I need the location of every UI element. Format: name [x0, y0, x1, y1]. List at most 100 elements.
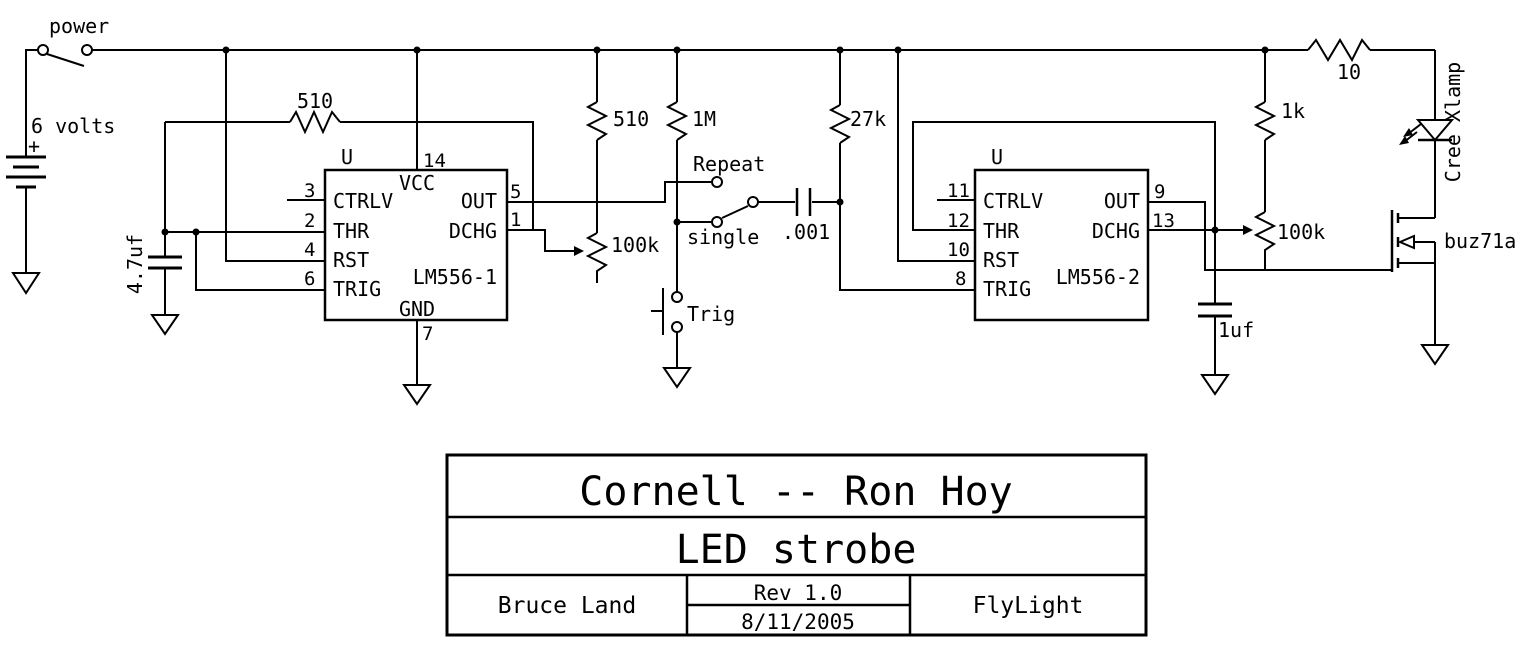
mosfet-body-arrow-icon: [1397, 234, 1415, 250]
power-switch: power: [25, 14, 109, 157]
resistor-icon: [665, 101, 689, 141]
ic2-part-label: LM556-2: [1056, 265, 1140, 289]
resistor-icon: [1307, 38, 1371, 63]
button-contact-icon: [671, 321, 683, 333]
junction-dot: [192, 228, 200, 236]
resistor-1m-label: 1M: [692, 107, 716, 131]
wire-rail-to-rst2: [897, 50, 975, 262]
ic2-ref-label: U: [991, 145, 1003, 169]
ic2-pin-thr-label: THR: [983, 219, 1020, 243]
resistor-icon: [289, 109, 341, 135]
wire-thr2-dchg2-loop: [912, 121, 1216, 231]
subtitle-text: LED strobe: [676, 527, 917, 573]
ground-icon: [1420, 344, 1450, 366]
ic1-pin-gnd-label: GND: [399, 297, 435, 321]
ic2-pin-dchg-label: DCHG: [1092, 219, 1140, 243]
resistor-10: 10: [1307, 38, 1435, 84]
pot-100k-2: 100k: [1253, 211, 1325, 270]
switch-contact-icon: [711, 216, 723, 228]
ic1-pin14-number: 14: [423, 150, 446, 172]
ic2-pin-trig-label: TRIG: [983, 277, 1031, 301]
junction-dot: [673, 218, 681, 226]
resistor-510-top: 510: [165, 89, 534, 230]
battery: 6 volts +: [6, 114, 115, 295]
pot2-label: 100k: [1277, 220, 1325, 244]
ic1-pin-dchg-label: DCHG: [449, 219, 497, 243]
ic1-pin-ctrlv-label: CTRLV: [333, 189, 393, 213]
wire-to-trig2: [839, 202, 975, 291]
wiper-arrow-icon: [1243, 225, 1253, 235]
ic1-lm556-1: U VCC CTRLV THR RST TRIG OUT DCHG LM556-…: [304, 145, 521, 345]
battery-label: 6 volts: [31, 114, 115, 138]
resistor-1k: 1k: [1253, 50, 1305, 212]
ic1-pin-thr-label: THR: [333, 219, 370, 243]
switch-blade-icon: [46, 53, 85, 67]
led-emission-arrowhead-icon: [1399, 136, 1409, 145]
date-text: 8/11/2005: [741, 610, 855, 634]
wire: [340, 121, 534, 230]
single-label: single: [687, 225, 759, 249]
cap-1uf: 1uf: [1198, 230, 1254, 396]
led-icon: [1415, 119, 1455, 142]
ic1-ref-label: U: [341, 145, 353, 169]
potentiometer-icon: [1253, 211, 1277, 270]
switch-contact-icon: [711, 176, 723, 188]
ground-icon: [150, 314, 180, 336]
ground-icon: [402, 384, 432, 406]
button-contact-icon: [671, 291, 683, 303]
resistor-510-vertical: 510: [585, 50, 649, 233]
switch-contact-icon: [37, 44, 49, 56]
ic1-pin-trig-label: TRIG: [333, 277, 381, 301]
ic2-pin10-number: 10: [947, 239, 970, 261]
resistor-10-label: 10: [1337, 60, 1361, 84]
wire-out2-to-gate: [1148, 201, 1392, 271]
repeat-label: Repeat: [693, 152, 765, 176]
resistor-27k: 27k: [828, 50, 886, 202]
switch-contact-icon: [81, 44, 93, 56]
resistor-1m: 1M: [665, 50, 716, 292]
ground-icon: [1200, 374, 1230, 396]
ic1-pin3-number: 3: [304, 180, 315, 202]
ic1-pin-vcc-label: VCC: [399, 171, 435, 195]
title-block: Cornell -- Ron Hoy LED strobe Bruce Land…: [445, 453, 1148, 637]
ic1-pin1-number: 1: [510, 209, 521, 231]
led-cree-xlamp: Cree Xlamp: [1399, 50, 1465, 218]
resistor-510-top-label: 510: [297, 89, 333, 113]
ic2-pin8-number: 8: [955, 268, 966, 290]
title-text: Cornell -- Ron Hoy: [579, 469, 1012, 515]
ic1-pin2-number: 2: [304, 210, 315, 232]
cap-4_7uf: 4.7uf: [123, 232, 182, 336]
ground-icon: [11, 272, 41, 295]
resistor-1k-label: 1k: [1281, 99, 1305, 123]
ic2-pin13-number: 13: [1152, 210, 1175, 232]
ic1-pin-out-label: OUT: [461, 189, 497, 213]
resistor-icon: [1253, 101, 1277, 141]
resistor-27k-label: 27k: [850, 107, 886, 131]
wire-rail-to-rst1: [225, 50, 325, 262]
ic1-pin6-number: 6: [304, 268, 315, 290]
resistor-510-vert-label: 510: [613, 107, 649, 131]
led-label: Cree Xlamp: [1441, 62, 1465, 182]
ic1-pin5-number: 5: [510, 181, 521, 203]
ic2-pin11-number: 11: [947, 180, 970, 202]
switch-blade-icon: [721, 205, 749, 219]
trig-button: Trig: [651, 288, 735, 389]
ic2-lm556-2: U CTRLV THR RST TRIG OUT DCHG LM556-2 11…: [947, 145, 1175, 322]
ic2-pin-rst-label: RST: [983, 248, 1019, 272]
ic2-pin-out-label: OUT: [1104, 189, 1140, 213]
wire-battery-to-switch: [25, 49, 37, 157]
resistor-icon: [828, 104, 852, 144]
ic1-pin7-number: 7: [422, 323, 433, 345]
cap-4_7uf-label: 4.7uf: [123, 234, 147, 294]
cap-001: .001: [758, 188, 840, 244]
ic1-pin-rst-label: RST: [333, 248, 369, 272]
led-emission-arrowhead-icon: [1403, 128, 1413, 137]
pot1-label: 100k: [611, 233, 659, 257]
wire-dchg1-to-pot1: [507, 229, 575, 252]
wiper-arrow-icon: [574, 246, 584, 256]
cap-001-label: .001: [782, 220, 830, 244]
resistor-icon: [585, 101, 609, 141]
pot-100k-1: 100k: [585, 232, 659, 283]
